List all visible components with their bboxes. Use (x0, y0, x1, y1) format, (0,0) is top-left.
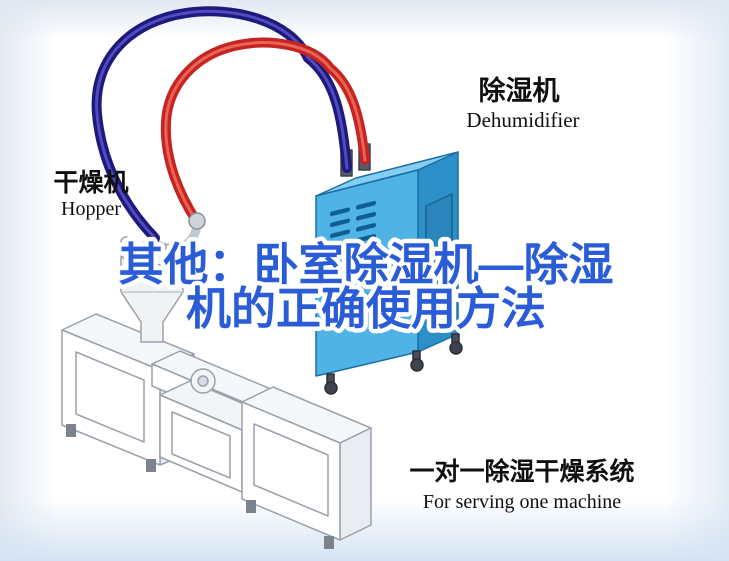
return-air-pipe-highlight (95, 9, 349, 240)
extruder-machine (61, 313, 372, 549)
dryer-label-en: Hopper (61, 198, 121, 220)
system-label-cn: 一对一除湿干燥系统 (409, 457, 634, 486)
connection-pipes (91, 6, 370, 243)
drying-hopper (120, 221, 202, 343)
article-title-line1: 其他：卧室除湿机—除湿 (118, 239, 613, 290)
dryer-label-cn: 干燥机 (53, 169, 128, 197)
hose-swivel-fitting (188, 212, 206, 230)
hopper-body (120, 253, 184, 343)
article-title: 其他：卧室除湿机—除湿 机的正确使用方法 (114, 235, 618, 339)
dry-air-pipe-highlight (164, 41, 367, 224)
feed-flange-inner (197, 375, 209, 387)
extruder-cabinet-front (241, 401, 341, 541)
dehumidifier-casters (324, 333, 463, 395)
dehumidifier-label-en: Dehumidifier (466, 108, 579, 132)
extruder-mid-door (171, 411, 231, 479)
dehumidifier-machine (315, 143, 463, 395)
dehumidifier-label-cn: 除湿机 (479, 75, 560, 106)
dehumidifier-side-panel (425, 193, 453, 315)
dehumidifier-front-seam (315, 281, 419, 307)
article-title-line2: 机的正确使用方法 (186, 283, 546, 334)
extruder-cabinet-door (253, 423, 329, 517)
extruder-left-door (75, 351, 145, 443)
system-label-en: For serving one machine (423, 491, 621, 513)
dehumidifier-vents (330, 200, 376, 272)
side-panel-handle (444, 248, 448, 261)
extruder-cabinet-side (339, 427, 372, 541)
diagram-labels: 干燥机 Hopper 除湿机 Dehumidifier 一对一除湿干燥系统 Fo… (53, 75, 634, 513)
extruder-left-box-front (61, 329, 161, 466)
hopper-ring (120, 236, 132, 248)
extruder-feet (66, 424, 334, 549)
